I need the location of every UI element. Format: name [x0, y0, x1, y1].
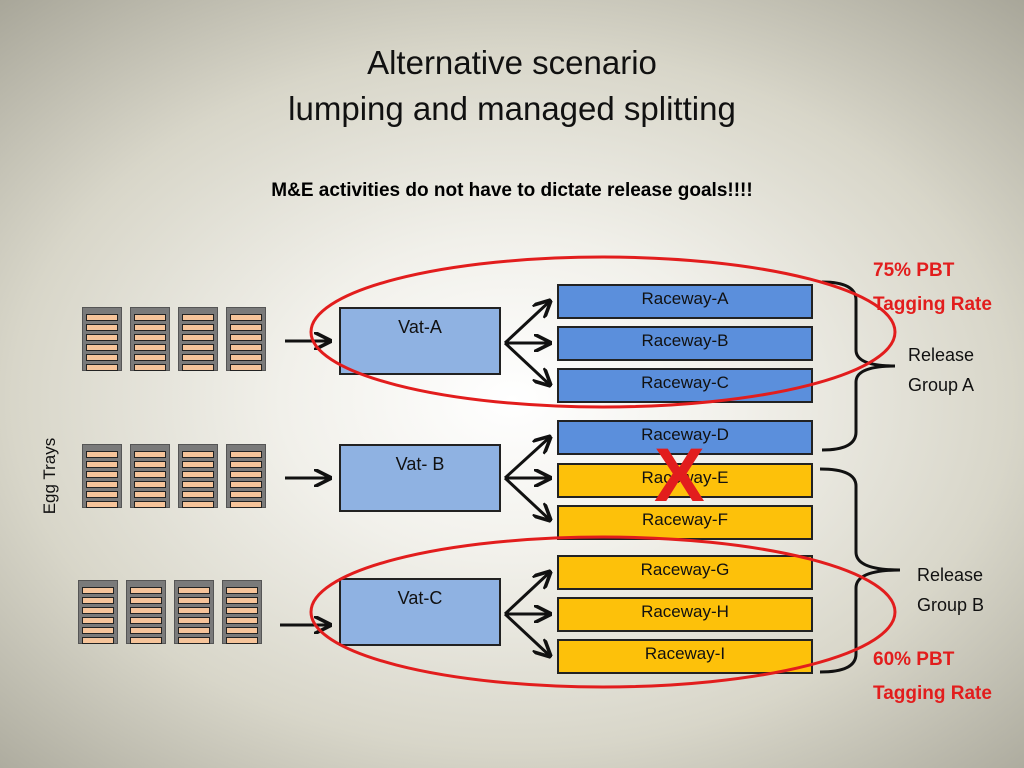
arrow-vat-a-to-raceway-c [503, 341, 550, 385]
arrow-vat-b-to-raceway-f [503, 476, 550, 520]
release-group-a-line-2: Group A [908, 375, 975, 395]
tagging-rate-a-line-1: 75% PBT [873, 260, 955, 281]
arrow-vat-b-to-raceway-d [503, 437, 550, 480]
release-group-a-label: Release Group A [908, 340, 974, 400]
subtitle: M&E activities do not have to dictate re… [271, 180, 753, 201]
egg-tray-icon [126, 580, 166, 644]
egg-tray-icon [82, 307, 122, 371]
arrow-vat-a-to-raceway-a [503, 301, 550, 345]
egg-tray-icon [78, 580, 118, 644]
arrow-vat-c-to-raceway-g [503, 572, 550, 616]
raceway-d: Raceway-D [557, 420, 813, 455]
release-group-a-line-1: Release [908, 345, 975, 365]
vat-a-label: Vat-A [398, 317, 442, 337]
vat-b-box: Vat- B [339, 444, 501, 512]
egg-tray-icon [130, 444, 170, 508]
egg-tray-icon [82, 444, 122, 508]
release-group-b-line-2: Group B [917, 595, 985, 615]
egg-tray-icon [222, 580, 262, 644]
arrow-vat-c-to-raceway-i [503, 612, 550, 656]
raceway-c: Raceway-C [557, 368, 813, 403]
tagging-rate-a: 75% PBT Tagging Rate [873, 254, 992, 322]
egg-tray-icon [178, 444, 218, 508]
vat-c-label: Vat-C [397, 588, 443, 608]
egg-trays-label: Egg Trays [40, 437, 59, 515]
vat-a-box: Vat-A [339, 307, 501, 375]
raceway-i: Raceway-I [557, 639, 813, 674]
egg-tray-icon [226, 444, 266, 508]
raceway-h: Raceway-H [557, 597, 813, 632]
raceway-g: Raceway-G [557, 555, 813, 590]
raceway-e: Raceway-E [557, 463, 813, 498]
tagging-rate-b: 60% PBT Tagging Rate [873, 643, 992, 711]
vat-b-label: Vat- B [395, 454, 445, 474]
title-line-2: lumping and managed splitting [288, 90, 736, 127]
tagging-rate-b-line-2: Tagging Rate [873, 683, 992, 704]
release-group-b-label: Release Group B [917, 560, 984, 620]
raceway-a: Raceway-A [557, 284, 813, 319]
tagging-rate-b-line-1: 60% PBT [873, 649, 955, 670]
egg-tray-icon [178, 307, 218, 371]
egg-tray-icon [130, 307, 170, 371]
egg-tray-icon [226, 307, 266, 371]
raceway-b: Raceway-B [557, 326, 813, 361]
bracket-group-b [819, 467, 901, 674]
egg-tray-icon [174, 580, 214, 644]
title-line-1: Alternative scenario [367, 44, 657, 81]
vat-c-box: Vat-C [339, 578, 501, 646]
release-group-b-line-1: Release [917, 565, 984, 585]
raceway-f: Raceway-F [557, 505, 813, 540]
x-mark-icon: X [654, 433, 705, 518]
tagging-rate-a-line-2: Tagging Rate [873, 294, 992, 315]
